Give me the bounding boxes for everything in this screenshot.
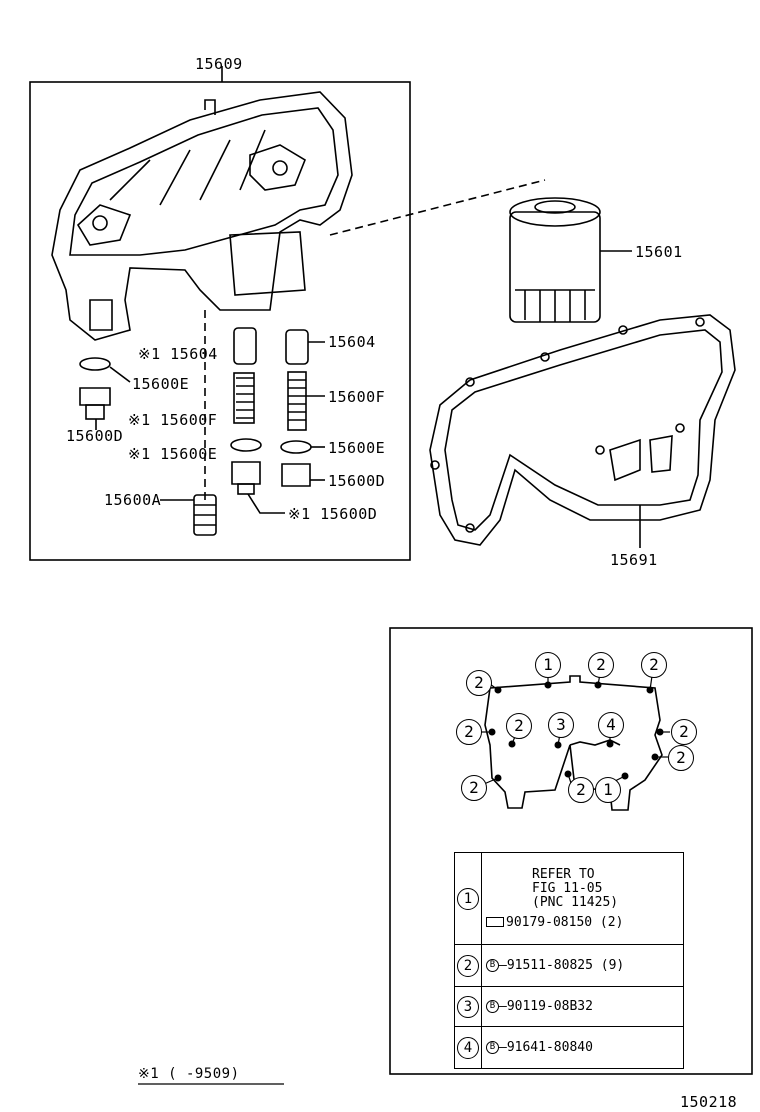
bolt-marker: 2 — [641, 652, 667, 678]
bolt-marker: 1 — [535, 652, 561, 678]
ref-number: 3 — [457, 995, 479, 1018]
bolt-symbol: B — [486, 1040, 499, 1054]
label-15600a: 15600A — [104, 491, 162, 509]
bolt-marker: 2 — [466, 670, 492, 696]
bolt-marker: 2 — [506, 713, 532, 739]
bolt-symbol: B — [486, 999, 499, 1013]
legend-table: 1 REFER TO FIG 11-05 (PNC 11425) 90179-0… — [454, 852, 684, 1069]
label-15600e-variant: ※1 15600E — [128, 445, 218, 463]
oil-filter-bracket — [51, 91, 353, 341]
oil-filter — [509, 197, 601, 323]
label-15600f-variant: ※1 15600F — [128, 411, 218, 429]
part-number: 91511-80825 — [506, 957, 593, 973]
bolt-marker: 2 — [456, 719, 482, 745]
ref-number: 4 — [457, 1036, 479, 1059]
label-15601: 15601 — [635, 243, 683, 261]
label-15600e-left: 15600E — [132, 375, 190, 393]
bolt-marker: 3 — [548, 712, 574, 738]
bolt-marker: 1 — [595, 777, 621, 803]
bolt-icon — [486, 917, 504, 927]
assembly-box — [29, 81, 411, 561]
label-15600d: 15600D — [328, 472, 386, 490]
label-15604: 15604 — [328, 333, 376, 351]
gasket — [429, 314, 736, 546]
label-15691: 15691 — [610, 551, 658, 569]
legend-row: 1 REFER TO FIG 11-05 (PNC 11425) 90179-0… — [454, 852, 684, 945]
label-15600e: 15600E — [328, 439, 386, 457]
part-number: 90119-08B32 — [506, 998, 593, 1014]
ref-number: 1 — [457, 887, 479, 910]
bolt-marker: 2 — [568, 777, 594, 803]
label-15600d-left: 15600D — [66, 427, 124, 445]
part-number: 91641-80840 — [506, 1039, 593, 1055]
bolt-location-box — [389, 627, 753, 1075]
label-15600f: 15600F — [328, 388, 386, 406]
part-number: 90179-08150 — [506, 914, 593, 930]
ref-number: 2 — [457, 954, 479, 977]
bolt-symbol: B — [486, 958, 499, 972]
bolt-marker: 2 — [668, 745, 694, 771]
figure-id: 150218 — [680, 1093, 738, 1111]
legend-row: 2 B—91511-80825 (9) — [454, 944, 684, 987]
legend-row: 4 B—91641-80840 — [454, 1026, 684, 1069]
bolt-marker: 2 — [671, 719, 697, 745]
part-qty: (9) — [600, 957, 625, 973]
legend-row: 3 B—90119-08B32 — [454, 986, 684, 1027]
bolt-marker: 2 — [588, 652, 614, 678]
bolt-marker: 4 — [598, 712, 624, 738]
label-15600d-variant: ※1 15600D — [288, 505, 378, 523]
bolt-marker: 2 — [461, 775, 487, 801]
label-15604-variant: ※1 15604 — [138, 345, 218, 363]
footnote: ※1 ( -9509) — [138, 1066, 240, 1082]
part-qty: (2) — [599, 914, 624, 930]
label-15609: 15609 — [195, 55, 243, 73]
refer-note: REFER TO FIG 11-05 (PNC 11425) — [532, 866, 619, 910]
